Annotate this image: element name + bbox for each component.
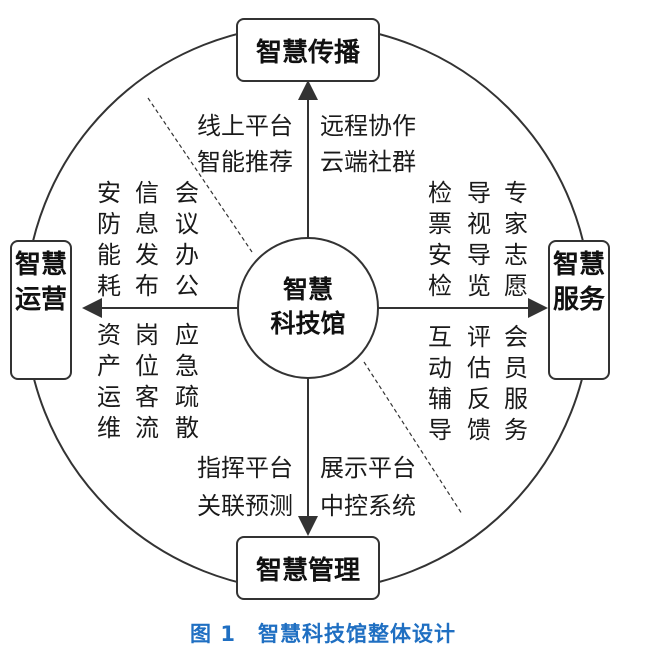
center-circle [237,237,379,379]
label-meeting-office: 会议办公 [175,179,199,300]
box-smart-service: 智慧服务 [548,240,610,380]
box-smart-management: 智慧管理 [236,536,380,600]
diagram-stage: 智慧 科技馆 智慧传播 智慧管理 智慧运营 智慧服务 线上平台 智能推荐 远程协… [10,18,610,600]
center-title-line2: 科技馆 [270,309,346,338]
label-linked-prediction: 关联预测 [197,492,293,520]
label-command-platform: 指挥平台 [197,454,293,482]
label-member-service: 会员服务 [504,323,528,444]
label-expert-volunteer: 专家志愿 [504,179,528,300]
box-smart-communication: 智慧传播 [236,18,380,82]
label-central-control: 中控系统 [320,492,416,520]
box-smart-operation: 智慧运营 [10,240,72,380]
label-smart-recommend: 智能推荐 [197,148,293,176]
label-info-publish: 信息发布 [135,179,159,300]
label-asset-maintenance: 资产运维 [97,321,121,442]
label-evaluation-feedback: 评估反馈 [467,323,491,444]
label-display-platform: 展示平台 [320,454,416,482]
label-emergency-evacuation: 应急疏散 [175,321,199,442]
label-guide-tour: 导视导览 [467,179,491,300]
label-cloud-community: 云端社群 [320,148,416,176]
figure-caption: 图 1 智慧科技馆整体设计 [190,622,456,646]
label-online-platform: 线上平台 [197,112,293,140]
diagonal-divider-upper-left [147,97,253,253]
label-interactive-tutoring: 互动辅导 [428,323,452,444]
label-post-visitor-flow: 岗位客流 [135,321,159,442]
label-security-energy: 安防能耗 [97,179,121,300]
center-title-line1: 智慧 [282,275,333,304]
label-ticket-security: 检票安检 [428,179,452,300]
label-remote-collab: 远程协作 [320,112,416,140]
diagonal-divider-lower-right [363,361,463,515]
